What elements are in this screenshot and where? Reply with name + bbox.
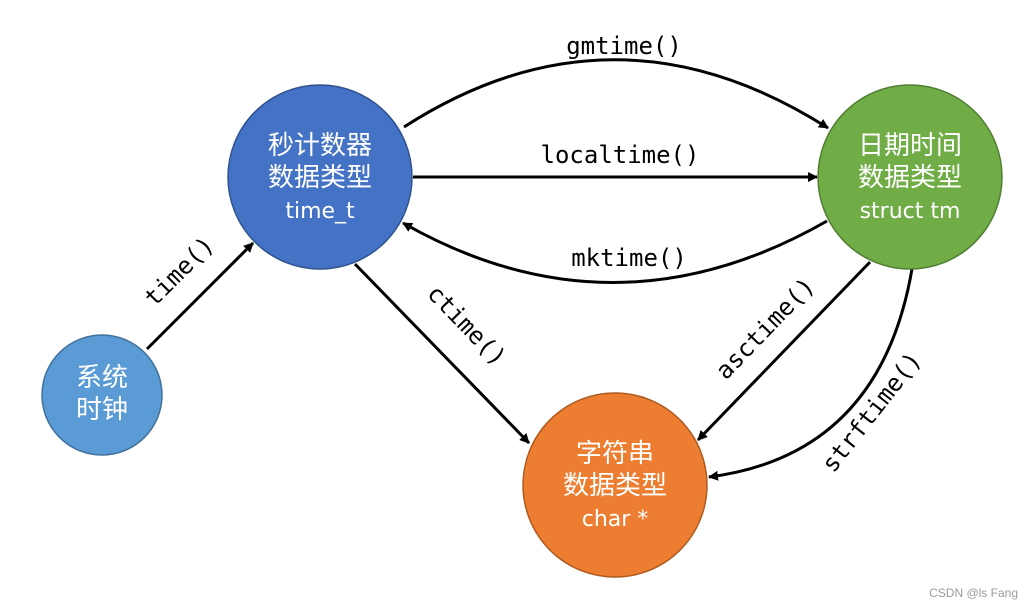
edge-time	[145, 241, 255, 351]
node-seconds-type: 秒计数器 数据类型 time_t	[227, 84, 413, 270]
string-type-label-line2: 数据类型	[563, 471, 667, 501]
datetime-type-label-line2: 数据类型	[858, 163, 962, 193]
datetime-type-circle	[817, 84, 1003, 270]
edge-label-ctime: ctime()	[422, 279, 512, 371]
edge-label-gmtime: gmtime()	[566, 32, 682, 60]
string-type-circle	[522, 392, 708, 578]
seconds-type-label-line3: time_t	[285, 199, 355, 224]
edge-label-localtime: localtime()	[541, 141, 700, 169]
node-datetime-type: 日期时间 数据类型 struct tm	[817, 84, 1003, 270]
system-clock-circle	[41, 334, 163, 456]
string-type-label-line3: char *	[582, 507, 649, 532]
edge-label-mktime: mktime()	[571, 244, 687, 272]
edge-strftime	[708, 268, 914, 481]
watermark: CSDN @ls Fang	[929, 586, 1018, 600]
system-clock-label-line1: 系统	[76, 363, 128, 393]
edge-label-time: time()	[139, 231, 220, 312]
edge-mktime	[402, 219, 828, 284]
edge-ctime	[353, 262, 531, 445]
datetime-type-label-line3: struct tm	[860, 199, 961, 224]
datetime-type-label-line1: 日期时间	[858, 131, 962, 161]
seconds-type-label-line2: 数据类型	[268, 163, 372, 193]
string-type-label-line1: 字符串	[576, 439, 654, 469]
edge-gmtime	[403, 58, 829, 130]
system-clock-label-line2: 时钟	[76, 395, 128, 425]
edge-label-strftime: strftime()	[816, 347, 927, 478]
seconds-type-circle	[227, 84, 413, 270]
seconds-type-label-line1: 秒计数器	[268, 131, 372, 161]
node-string-type: 字符串 数据类型 char *	[522, 392, 708, 578]
edge-asctime	[696, 260, 872, 442]
node-system-clock: 系统 时钟	[41, 334, 163, 456]
